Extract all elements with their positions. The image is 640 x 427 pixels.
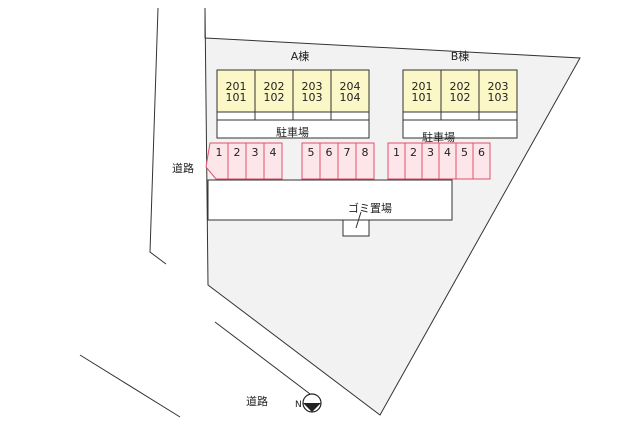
unit-number-lower: 102 — [450, 91, 471, 104]
parking-space — [263, 142, 283, 180]
compass-letter: N — [295, 400, 302, 410]
south-road-edge-left — [79, 354, 181, 418]
parking-space — [355, 142, 375, 180]
unit-number-lower: 104 — [340, 91, 361, 104]
parking-space-number: 4 — [270, 146, 277, 159]
road-label-west: 道路 — [172, 161, 194, 175]
unit — [330, 69, 370, 113]
parking-space-number: 6 — [326, 146, 333, 159]
garbage-area: ゴミ置場 — [342, 201, 392, 237]
parking-space-number: 6 — [478, 146, 485, 159]
parking-space — [205, 142, 229, 180]
unit-number-lower: 103 — [302, 91, 323, 104]
parking-space-number: 4 — [444, 146, 451, 159]
unit-number-lower: 102 — [264, 91, 285, 104]
unit-balcony — [478, 111, 518, 121]
unit-number-upper: 203 — [488, 80, 509, 93]
driveway — [207, 179, 453, 221]
unit-number-upper: 202 — [264, 80, 285, 93]
unit-number-upper: 202 — [450, 80, 471, 93]
unit — [216, 69, 256, 113]
unit-number-upper: 201 — [412, 80, 433, 93]
garbage-label: ゴミ置場 — [348, 201, 392, 215]
building-a-label: A棟 — [291, 49, 310, 63]
parking-space-number: 2 — [410, 146, 417, 159]
unit — [440, 69, 480, 113]
building-b-label: B棟 — [451, 49, 470, 63]
road-lines — [79, 7, 319, 418]
unit-number-upper: 203 — [302, 80, 323, 93]
parking-space-number: 8 — [362, 146, 369, 159]
unit-number-upper: 201 — [226, 80, 247, 93]
unit — [402, 69, 442, 113]
south-road-edge-mid — [214, 321, 319, 401]
parking-space-number: 5 — [461, 146, 468, 159]
parking-label-b: 駐車場 — [422, 130, 455, 144]
buildings: A棟201101202102203103204104B棟201101202102… — [216, 49, 518, 139]
west-road-edge — [149, 7, 167, 265]
compass-icon: N — [295, 393, 322, 413]
parking-space-number: 3 — [427, 146, 434, 159]
parking-space-number: 7 — [344, 146, 351, 159]
parking-space-number: 5 — [308, 146, 315, 159]
unit-number-lower: 101 — [412, 91, 433, 104]
parking-space-number: 2 — [234, 146, 241, 159]
unit-number-upper: 204 — [340, 80, 361, 93]
unit-number-lower: 101 — [226, 91, 247, 104]
parking-space — [472, 142, 491, 180]
road-label-south: 道路 — [246, 394, 268, 408]
unit-balcony — [330, 111, 370, 121]
unit — [292, 69, 332, 113]
parking-space-number: 1 — [393, 146, 400, 159]
parking-space-number: 1 — [216, 146, 223, 159]
parking-space-number: 3 — [252, 146, 259, 159]
unit — [478, 69, 518, 113]
parking-label-a: 駐車場 — [276, 125, 309, 139]
unit-number-lower: 103 — [488, 91, 509, 104]
